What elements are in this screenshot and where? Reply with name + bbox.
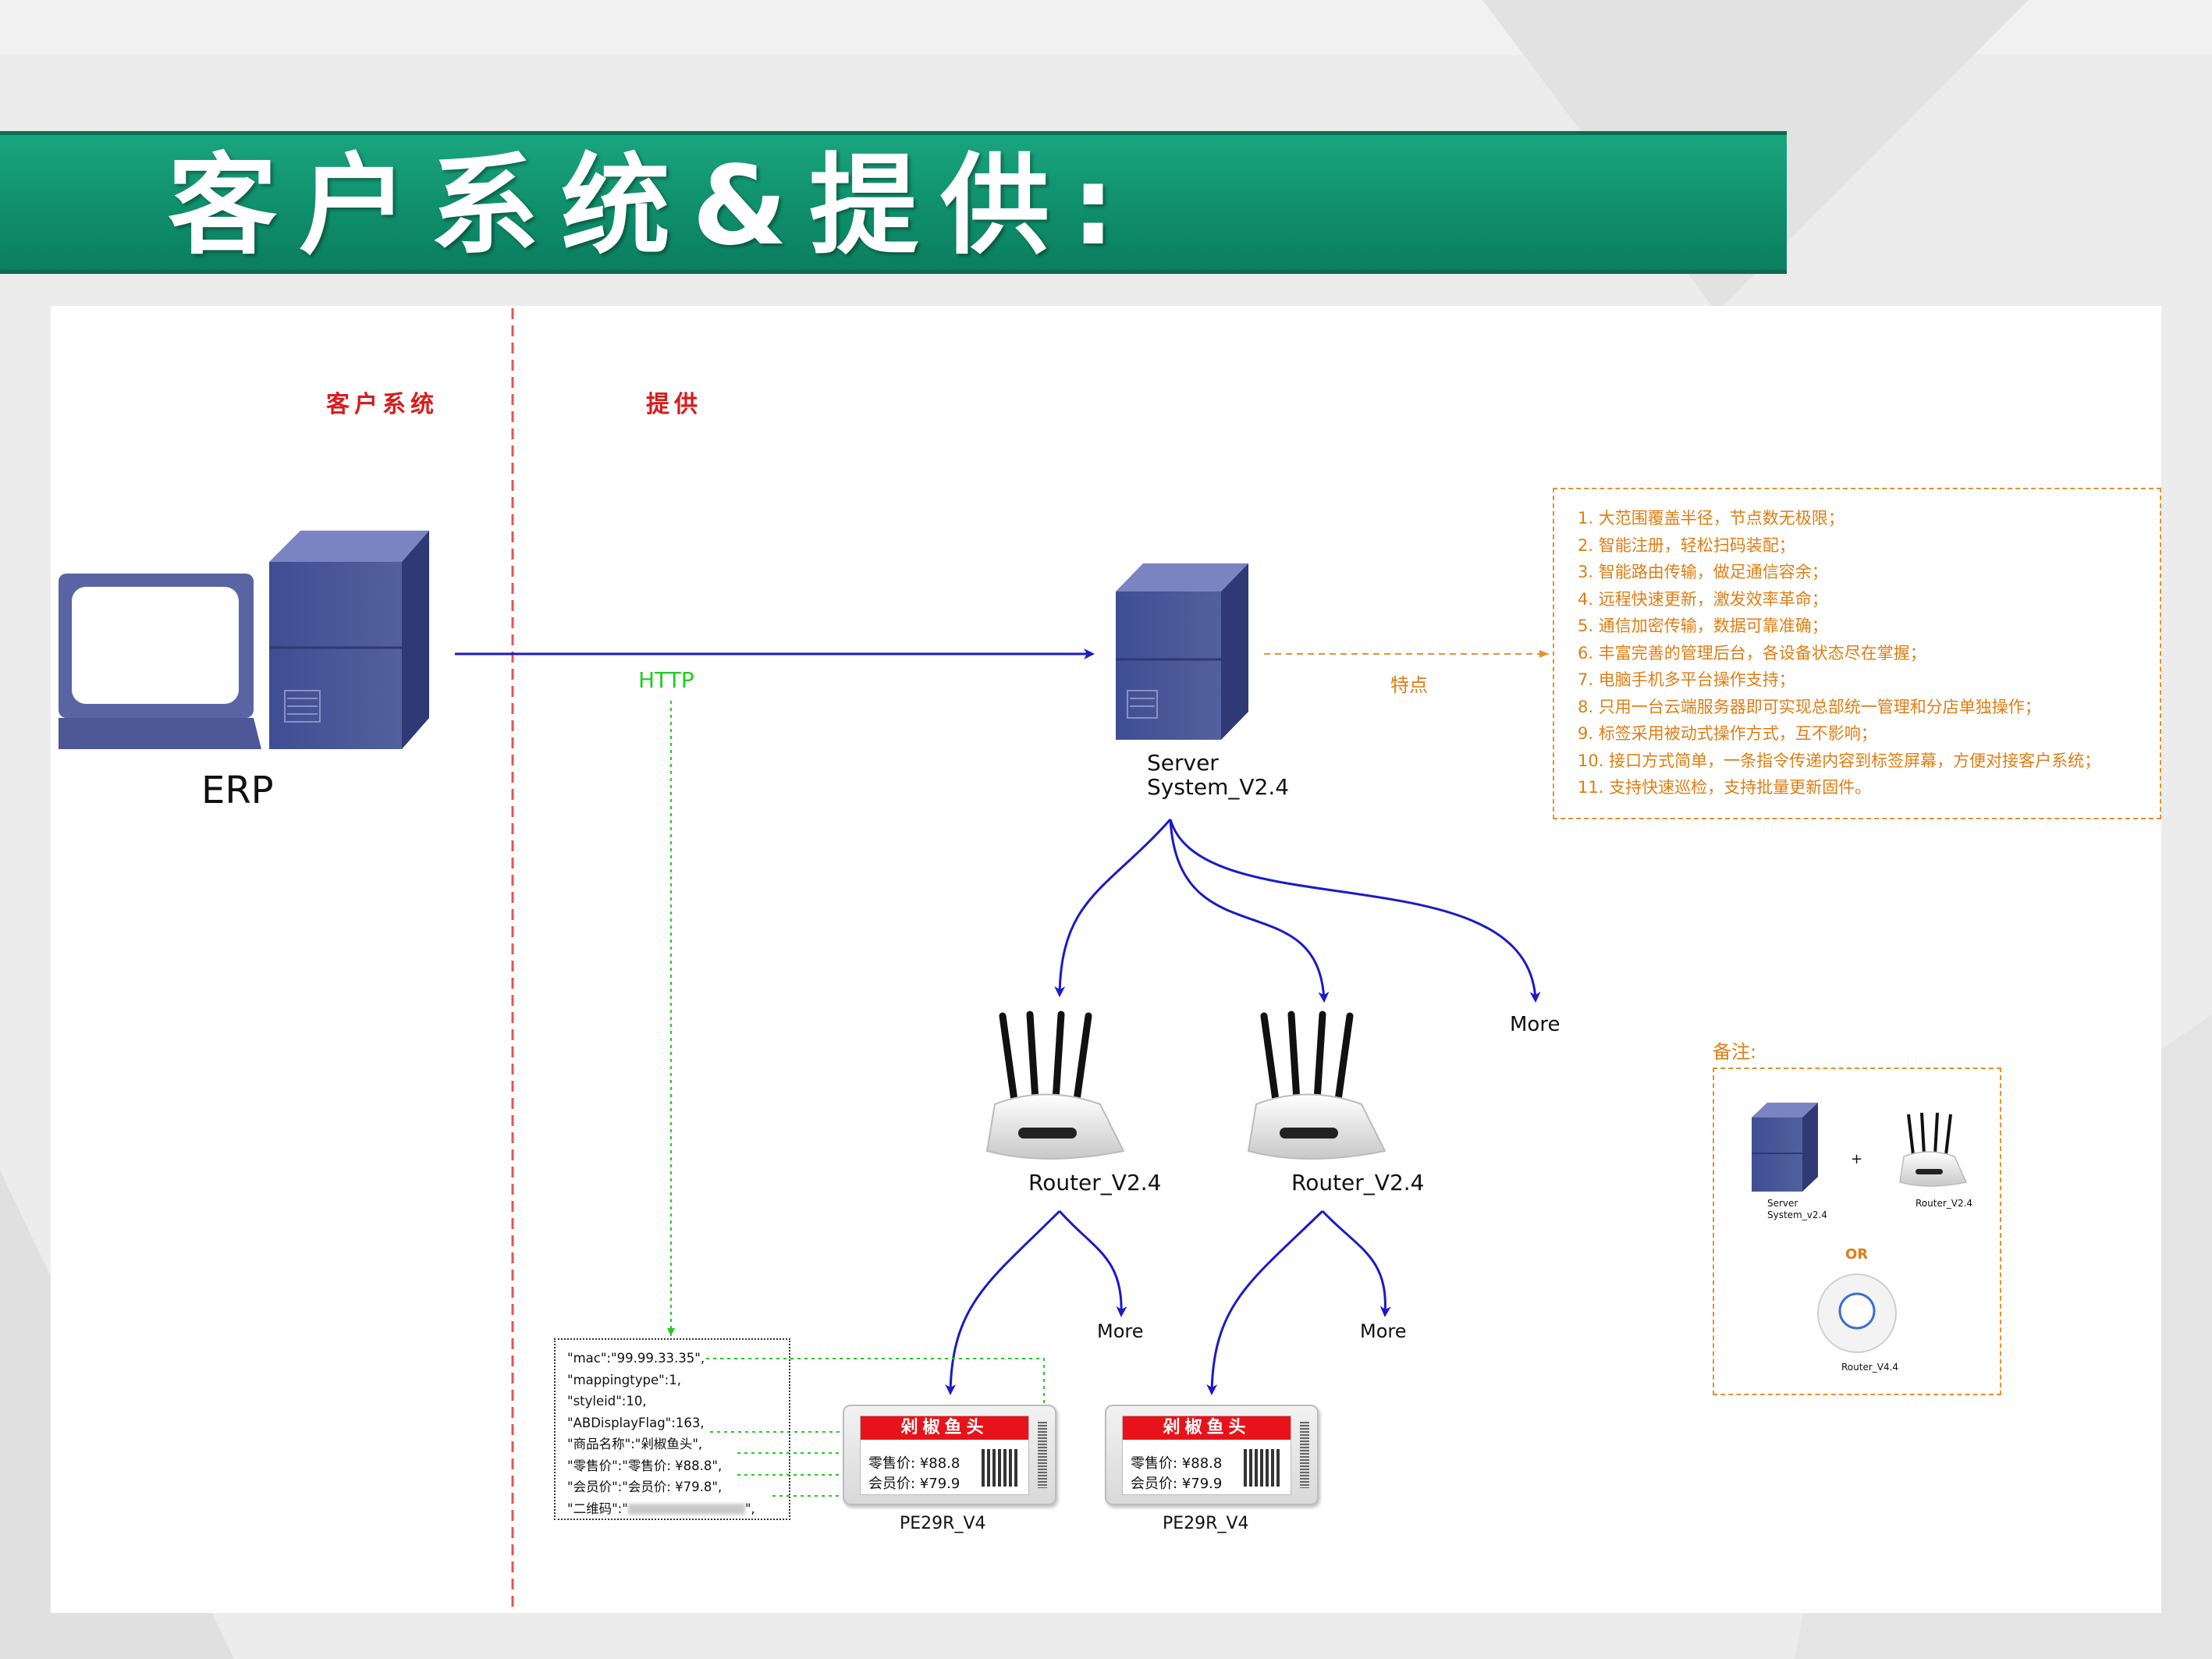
feature-item: 8. 只用一台云端服务器即可实现总部统一管理和分店单独操作； xyxy=(1578,697,2041,716)
tag-1-model: PE29R_V4 xyxy=(900,1514,986,1533)
json-qr-end: ", xyxy=(744,1501,755,1516)
router2-more-label: More xyxy=(1360,1320,1407,1342)
tag-member-price: 会员价: ¥79.9 xyxy=(1131,1476,1223,1492)
tag-screen: 剁椒鱼头 零售价: ¥88.8 会员价: ¥79.9 xyxy=(860,1416,1029,1495)
page-title: 客户系统&提供: xyxy=(168,143,1138,270)
router1-to-more xyxy=(1058,1210,1127,1317)
barcode-icon xyxy=(1300,1422,1309,1488)
note-server-label-1: Server xyxy=(1767,1198,1798,1209)
json-line: "零售价":"零售价: ¥88.8", xyxy=(567,1458,723,1473)
note-access-point-icon xyxy=(1817,1274,1897,1353)
json-line: "ABDisplayFlag":163, xyxy=(567,1415,705,1430)
note-or: OR xyxy=(1845,1246,1869,1263)
features-box: 1. 大范围覆盖半径，节点数无极限； 2. 智能注册，轻松扫码装配； 3. 智能… xyxy=(1553,488,2161,819)
server-more-label: More xyxy=(1510,1013,1560,1036)
note-router-label: Router_V2.4 xyxy=(1916,1198,1973,1209)
json-line: "mappingtype":1, xyxy=(567,1372,681,1387)
server-to-router1 xyxy=(1054,819,1172,997)
json-payload-box: "mac":"99.99.33.35", "mappingtype":1, "s… xyxy=(554,1338,790,1520)
server-tower-icon xyxy=(1116,563,1248,740)
feature-item: 3. 智能路由传输，做足通信容余； xyxy=(1578,563,1828,581)
router-2-icon xyxy=(1247,1011,1386,1160)
note-server-icon xyxy=(1752,1103,1818,1192)
json-line: "styleid":10, xyxy=(567,1394,647,1409)
router1-to-tag1 xyxy=(945,1210,1061,1395)
router-2-label: Router_V2.4 xyxy=(1291,1170,1425,1195)
feature-item: 9. 标签采用被动式操作方式，互不影响； xyxy=(1578,724,1877,743)
tag-screen: 剁椒鱼头 零售价: ¥88.8 会员价: ¥79.9 xyxy=(1122,1416,1291,1495)
esl-tag-2: 剁椒鱼头 零售价: ¥88.8 会员价: ¥79.9 xyxy=(1105,1405,1319,1505)
tag-member-price: 会员价: ¥79.9 xyxy=(868,1476,960,1492)
tag-retail-price: 零售价: ¥88.8 xyxy=(1131,1455,1223,1472)
esl-tag-1: 剁椒鱼头 零售价: ¥88.8 会员价: ¥79.9 xyxy=(843,1405,1056,1505)
note-plus: + xyxy=(1851,1151,1863,1167)
erp-label: ERP xyxy=(201,769,274,812)
router-1-icon xyxy=(985,1011,1125,1160)
json-line: "商品名称":"剁椒鱼头", xyxy=(567,1437,703,1451)
note-server-label-2: System_v2.4 xyxy=(1767,1210,1827,1220)
json-line: "mac":"99.99.33.35", xyxy=(567,1351,705,1366)
notes-title: 备注: xyxy=(1713,1041,1757,1063)
router2-to-tag2 xyxy=(1206,1210,1324,1395)
http-label: HTTP xyxy=(638,667,694,693)
feature-item: 1. 大范围覆盖半径，节点数无极限； xyxy=(1578,509,1845,528)
server-label-line1: Server xyxy=(1147,750,1219,776)
server-label-line2: System_V2.4 xyxy=(1147,774,1290,800)
router2-to-more xyxy=(1321,1210,1391,1317)
tag-product-name: 剁椒鱼头 xyxy=(861,1416,1028,1440)
erp-computer-icon xyxy=(59,531,429,749)
note-ap-label: Router_V4.4 xyxy=(1841,1362,1899,1373)
json-line: "二维码":" ", xyxy=(567,1498,789,1520)
tag-product-name: 剁椒鱼头 xyxy=(1123,1416,1291,1440)
features-link-label: 特点 xyxy=(1390,674,1428,696)
tag-2-model: PE29R_V4 xyxy=(1163,1514,1249,1533)
json-qr-blurred xyxy=(627,1504,745,1515)
barcode-icon xyxy=(1038,1422,1047,1488)
json-line: "会员价":"会员价: ¥79.8", xyxy=(567,1480,723,1494)
feature-item: 11. 支持快速巡检，支持批量更新固件。 xyxy=(1578,778,1872,797)
note-router-icon xyxy=(1899,1112,1968,1187)
notes-box xyxy=(1713,1068,2001,1395)
section-customer-system: 客户系统 xyxy=(326,391,438,418)
feature-item: 2. 智能注册，轻松扫码装配； xyxy=(1578,535,1795,555)
json-qr-key: "二维码":" xyxy=(567,1501,628,1516)
feature-item: 5. 通信加密传输，数据可靠准确； xyxy=(1578,616,1828,635)
router1-more-label: More xyxy=(1097,1320,1144,1342)
feature-item: 7. 电脑手机多平台操作支持； xyxy=(1578,670,1795,689)
server-to-more xyxy=(1169,819,1541,1003)
qr-code-icon xyxy=(982,1449,1019,1487)
router-1-label: Router_V2.4 xyxy=(1028,1170,1162,1195)
feature-item: 4. 远程快速更新，激发效率革命； xyxy=(1578,589,1828,609)
server-to-router2 xyxy=(1169,819,1330,1003)
title-banner xyxy=(0,131,1787,274)
feature-item: 10. 接口方式简单，一条指令传递内容到标签屏幕，方便对接客户系统； xyxy=(1578,751,2101,770)
feature-item: 6. 丰富完善的管理后台，各设备状态尽在掌握； xyxy=(1578,643,1926,663)
tag-retail-price: 零售价: ¥88.8 xyxy=(868,1455,960,1472)
section-provide: 提供 xyxy=(646,391,702,418)
qr-code-icon xyxy=(1244,1449,1281,1487)
